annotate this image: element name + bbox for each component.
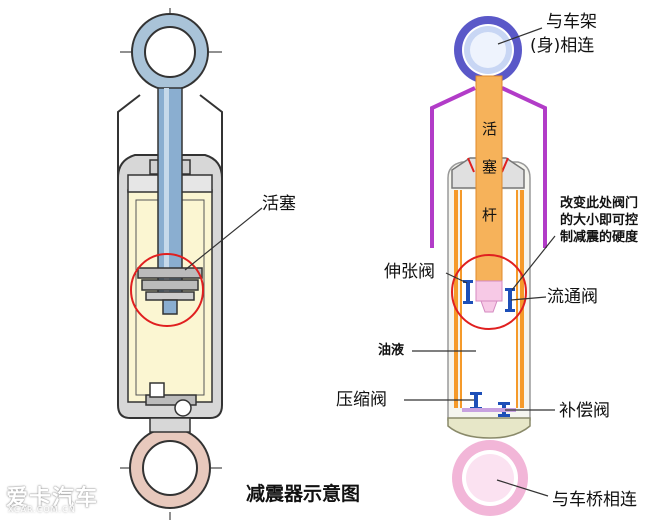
dust-cover-right bbox=[430, 86, 547, 248]
watermark-url: XCAR.COM.CN bbox=[8, 505, 76, 514]
piston-highlight-circle-left bbox=[130, 253, 204, 327]
rebound-valve-icon bbox=[463, 280, 473, 304]
base-valve-left bbox=[145, 382, 197, 417]
valve-note-line3: 制减震的硬度 bbox=[560, 230, 639, 245]
label-axle: 与车桥相连 bbox=[552, 490, 637, 510]
flow-valve-icon bbox=[505, 288, 515, 312]
label-oil: 油液 bbox=[378, 343, 405, 358]
piston-assembly-left bbox=[137, 267, 203, 315]
label-piston: 活塞 bbox=[262, 194, 296, 214]
valve-note-line2: 的大小即可控 bbox=[560, 213, 639, 228]
piston-highlight-circle-right bbox=[451, 254, 527, 330]
diagram-title: 减震器示意图 bbox=[246, 483, 361, 505]
label-flow-valve: 流通阀 bbox=[547, 287, 598, 307]
rod-char-3: 杆 bbox=[482, 206, 498, 224]
right-schematic bbox=[404, 16, 556, 516]
label-compression-valve: 压缩阀 bbox=[336, 390, 387, 410]
label-rebound-valve: 伸张阀 bbox=[384, 262, 435, 282]
valve-note-line1: 改变此处阀门 bbox=[560, 196, 639, 211]
rod-char-1: 活 bbox=[482, 120, 498, 138]
label-frame-line1: 与车架 bbox=[546, 12, 597, 32]
left-section-drawing bbox=[117, 8, 263, 520]
watermark-logo: 爱卡汽车 bbox=[6, 486, 99, 511]
piston-rod-left bbox=[157, 87, 183, 294]
label-frame-line2: (身)相连 bbox=[530, 36, 595, 56]
rod-char-2: 塞 bbox=[482, 158, 498, 176]
piston-rod-right bbox=[475, 75, 503, 282]
label-compensation-valve: 补偿阀 bbox=[559, 401, 610, 421]
